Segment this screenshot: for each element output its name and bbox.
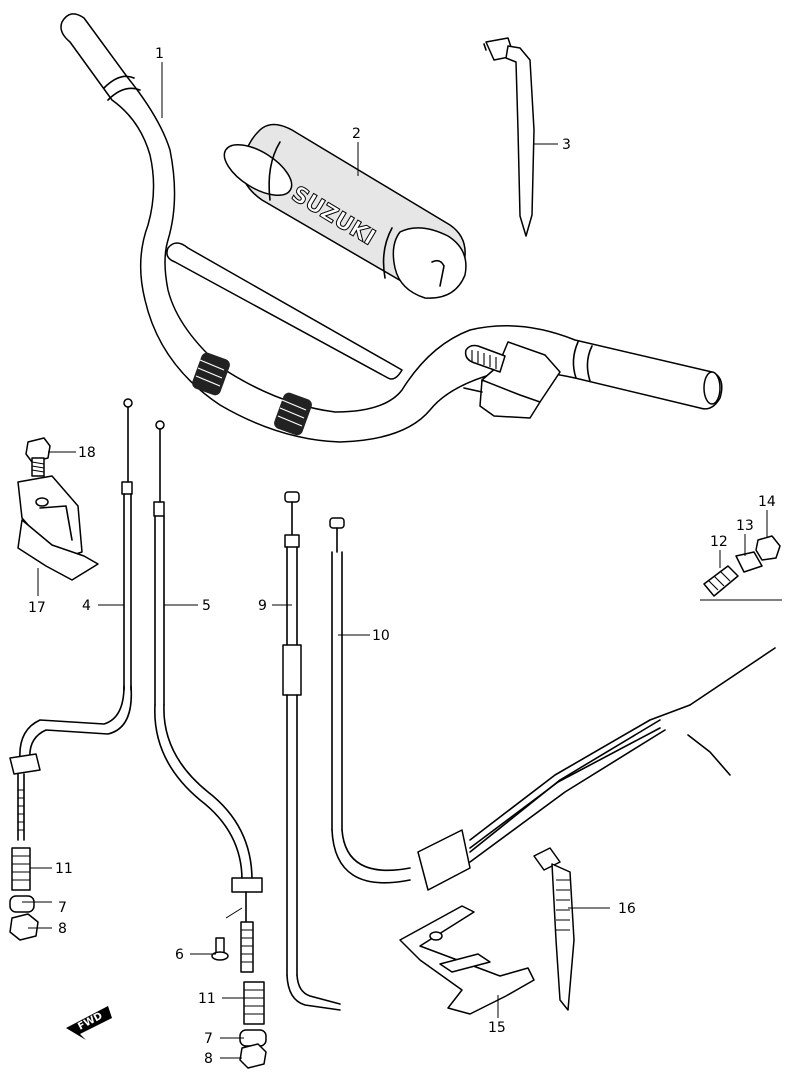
cable-10: [329, 517, 776, 891]
callout-3: 3: [562, 137, 571, 153]
callout-15: 15: [488, 1020, 506, 1036]
callout-14: 14: [758, 494, 776, 510]
cable-band-16: [533, 847, 575, 1011]
collar-7-left: [9, 895, 35, 913]
callout-10: 10: [372, 628, 390, 644]
cable-4: [9, 398, 133, 841]
callout-11-center: 11: [198, 991, 216, 1007]
callout-13: 13: [736, 518, 754, 534]
callout-18: 18: [78, 445, 96, 461]
callout-2: 2: [352, 126, 361, 142]
cable-5: [153, 420, 263, 973]
joint-13: [735, 551, 763, 573]
callout-11-left: 11: [55, 861, 73, 877]
leader-lines: [22, 62, 782, 1059]
callout-17: 17: [28, 600, 46, 616]
callout-8-left: 8: [58, 921, 67, 937]
callout-1: 1: [155, 46, 164, 62]
bracket-17: [17, 475, 99, 581]
nut-14: [755, 535, 781, 561]
cable-9: [282, 491, 341, 1011]
callout-6: 6: [175, 947, 184, 963]
callout-5: 5: [202, 598, 211, 614]
cable-band-3: [483, 37, 535, 237]
nut-8-left: [9, 913, 39, 941]
fwd-arrow-icon: FWD: [66, 1006, 112, 1040]
bolt-18: [25, 437, 51, 477]
callout-7-left: 7: [58, 900, 67, 916]
bracket-15: [399, 905, 535, 1015]
callout-4: 4: [82, 598, 91, 614]
handlebar-pad: SUZUKI: [223, 123, 467, 299]
adjuster-11-left: [11, 847, 31, 891]
adjuster-12: [703, 565, 739, 597]
screw-6: [211, 937, 229, 961]
adjuster-11-center: [243, 981, 265, 1025]
callout-12: 12: [710, 534, 728, 550]
callout-7-center: 7: [204, 1031, 213, 1047]
callout-8-center: 8: [204, 1051, 213, 1067]
handlebar: [60, 13, 723, 443]
nut-8-center: [239, 1043, 267, 1069]
fwd-label: FWD: [76, 1011, 104, 1033]
callout-16: 16: [618, 901, 636, 917]
callout-labels: 1 2 3 4 5 6 7 7 8 8 9 10 11 11 12 13 14 …: [28, 46, 776, 1067]
callout-9: 9: [258, 598, 267, 614]
